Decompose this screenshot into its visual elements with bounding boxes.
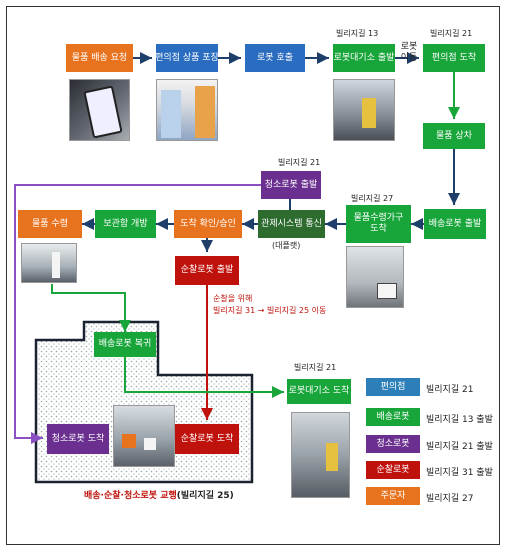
node-robot-depart: 로봇대기소 출발 — [333, 44, 395, 72]
caption-villa21-mid: 빌리지길 21 — [278, 158, 321, 167]
node-patrol-depart: 순찰로봇 출발 — [175, 256, 239, 285]
area-title-sub: (빌리지길 25) — [176, 491, 234, 501]
legend-orderer-text: 빌리지길 27 — [426, 494, 474, 504]
caption-villa13: 빌리지길 13 — [336, 29, 379, 38]
node-receive: 물품 수령 — [18, 210, 82, 238]
node-cleaning-depart-label: 청소로봇 출발 — [264, 179, 318, 190]
node-packing-label: 편의점 상품 포장 — [155, 52, 219, 63]
legend-patrol: 순찰로봇 — [366, 461, 420, 479]
crossing-photo — [113, 405, 175, 467]
legend-cleaning-text: 빌리지길 21 출발 — [426, 442, 493, 452]
wait-station-photo — [291, 412, 350, 498]
node-control-sub: (대플랫) — [272, 241, 301, 250]
patrol-note-2: 빌리지길 31 → 빌리지길 25 이동 — [213, 306, 327, 315]
node-return-label: 배송로봇 복귀 — [98, 339, 152, 349]
legend-orderer: 주문자 — [366, 487, 420, 505]
node-patrol-arrive: 순찰로봇 도착 — [175, 424, 239, 454]
store-photo — [156, 79, 218, 141]
move-label: 로봇 이동 — [400, 42, 418, 63]
legend-store-text: 빌리지길 21 — [426, 385, 474, 395]
legend-cleaning-label: 청소로봇 — [376, 438, 410, 449]
node-arrive-store-label: 편의점 도착 — [431, 52, 477, 63]
node-delivery-depart-label: 배송로봇 출발 — [428, 218, 482, 229]
node-wait-arrive: 로봇대기소 도착 — [287, 379, 351, 404]
node-arrive-dest-line1: 물품수령가구 — [353, 213, 404, 223]
legend-delivery-label: 배송로봇 — [376, 411, 410, 422]
node-cleaning-arrive-label: 청소로봇 도착 — [51, 433, 105, 444]
robot-station-photo — [333, 79, 395, 141]
node-order: 물품 배송 요청 — [66, 44, 133, 72]
node-confirm-label: 도착 확인/승인 — [180, 218, 236, 229]
node-patrol-depart-label: 순찰로봇 출발 — [180, 265, 234, 275]
node-cleaning-arrive: 청소로봇 도착 — [47, 424, 109, 454]
node-delivery-depart: 배송로봇 출발 — [424, 209, 486, 239]
receive-photo — [21, 243, 77, 283]
legend-patrol-text: 빌리지길 31 출발 — [426, 468, 493, 478]
legend-delivery-text: 빌리지길 13 출발 — [426, 415, 493, 425]
node-robot-call-label: 로봇 호출 — [257, 52, 293, 63]
node-control: 관제시스템 통신 — [258, 210, 325, 238]
delivery-robot-photo — [346, 246, 404, 308]
node-load: 물품 상차 — [423, 123, 485, 149]
legend-orderer-label: 주문자 — [380, 490, 406, 501]
node-open-label: 보관함 개방 — [103, 218, 148, 229]
legend-store: 편의점 — [366, 378, 420, 396]
node-arrive-dest-line2: 도착 — [370, 224, 387, 234]
legend-cleaning: 청소로봇 — [366, 435, 420, 453]
diagram-frame — [6, 6, 500, 545]
legend-delivery: 배송로봇 — [366, 408, 420, 426]
node-wait-arrive-label: 로봇대기소 도착 — [288, 386, 350, 396]
node-confirm: 도착 확인/승인 — [174, 210, 242, 238]
node-load-label: 물품 상차 — [436, 130, 472, 141]
caption-villa27: 빌리지길 27 — [351, 194, 394, 203]
node-robot-depart-label: 로봇대기소 출발 — [333, 52, 395, 63]
caption-villa21-top: 빌리지길 21 — [430, 29, 473, 38]
node-receive-label: 물품 수령 — [32, 218, 68, 229]
area-title-main: 배송·순찰·청소로봇 교행 — [84, 491, 177, 501]
caption-villa21-bottom: 빌리지길 21 — [294, 363, 337, 372]
phone-photo — [69, 79, 130, 141]
area-title: 배송·순찰·청소로봇 교행(빌리지길 25) — [84, 488, 234, 501]
node-packing: 편의점 상품 포장 — [155, 44, 219, 72]
node-order-label: 물품 배송 요청 — [71, 52, 128, 63]
node-patrol-arrive-label: 순찰로봇 도착 — [180, 433, 234, 444]
patrol-note-1: 순찰을 위해 — [213, 294, 253, 303]
legend-store-label: 편의점 — [380, 381, 406, 392]
node-return: 배송로봇 복귀 — [94, 332, 156, 357]
node-control-label: 관제시스템 통신 — [261, 218, 322, 229]
node-arrive-store: 편의점 도착 — [423, 44, 485, 72]
node-arrive-dest: 물품수령가구 도착 — [346, 205, 411, 243]
node-robot-call: 로봇 호출 — [245, 44, 305, 72]
node-open: 보관함 개방 — [95, 210, 156, 238]
legend-patrol-label: 순찰로봇 — [376, 464, 410, 475]
node-cleaning-depart: 청소로봇 출발 — [261, 171, 321, 199]
